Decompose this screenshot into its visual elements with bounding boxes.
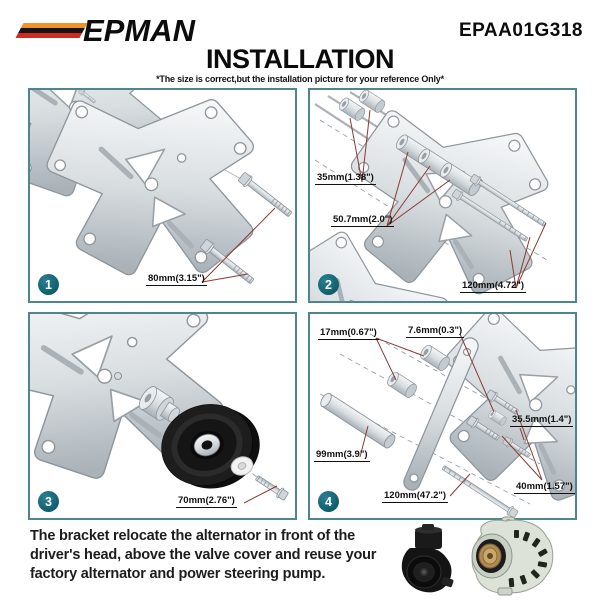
page-subtitle: *The size is correct,but the installatio…	[156, 74, 444, 84]
bolt-70mm	[253, 472, 290, 502]
step-badge-4: 4	[318, 491, 339, 512]
dimension-label: 120mm(4.72")	[460, 280, 527, 293]
hardware-illustration-step-4	[318, 314, 575, 518]
panel-step-4: 17mm(0.67") 7.6mm(0.3") 35.5mm(1.4") 99m…	[308, 312, 577, 520]
brand-logo: EPMAN	[15, 15, 195, 46]
dimension-label: 7.6mm(0.3")	[406, 325, 465, 338]
dimension-label: 120mm(47.2")	[382, 490, 449, 503]
step-badge-1: 1	[38, 274, 59, 295]
description-line: The bracket relocate the alternator in f…	[30, 528, 355, 544]
bracket-spacers-illustration-step-2	[310, 90, 575, 301]
step-number: 3	[45, 494, 52, 509]
panel-step-2: 35mm(1.38") 50.7mm(2.0") 120mm(4.72") 2	[308, 88, 577, 303]
dimension-label: 17mm(0.67")	[318, 327, 379, 340]
step-number: 2	[325, 277, 332, 292]
step-badge-3: 3	[38, 491, 59, 512]
leader-lines	[349, 109, 547, 289]
spacer-99mm	[318, 391, 398, 451]
bolt-80mm-upper	[236, 170, 295, 221]
pulley-illustration-step-3	[30, 314, 290, 504]
dimension-label: 35mm(1.38")	[315, 172, 376, 185]
washer	[230, 456, 254, 476]
bracket-front	[48, 96, 253, 275]
idler-pulley	[161, 404, 260, 489]
spacer-17mm-b	[384, 369, 420, 400]
dimension-label: 35.5mm(1.4")	[510, 414, 574, 427]
page-title: INSTALLATION	[206, 44, 394, 74]
nut	[114, 372, 122, 380]
description-text: The bracket relocate the alternator in f…	[30, 527, 376, 584]
brand-name: EPMAN	[83, 13, 195, 48]
description-line: factory alternator and power steering pu…	[30, 565, 326, 582]
leader-line	[243, 485, 278, 504]
step-number: 1	[45, 277, 52, 292]
dimension-label: 70mm(2.76")	[176, 495, 237, 508]
dimension-label: 50.7mm(2.0")	[331, 214, 395, 227]
leader-lines	[359, 333, 543, 497]
step-number: 4	[325, 494, 332, 509]
bracket-bolts-illustration-step-1	[30, 90, 295, 288]
panel-step-3: 70mm(2.76") 3	[28, 312, 297, 520]
leader-lines	[201, 207, 276, 283]
part-number: EPAA01G318	[459, 20, 583, 41]
dimension-label: 80mm(3.15")	[146, 273, 207, 286]
vent-slots	[508, 530, 548, 588]
dimension-label: 99mm(3.9")	[314, 449, 370, 462]
alternator-image	[471, 516, 554, 596]
dimension-label: 40mm(1.57")	[514, 481, 575, 494]
step-badge-2: 2	[318, 274, 339, 295]
hub-spacer	[138, 386, 180, 423]
spacer-17mm-a	[417, 342, 453, 373]
panel-step-1: 80mm(3.15") 1	[28, 88, 297, 303]
description-line: driver's head, above the valve cover and…	[30, 546, 377, 563]
support-arm	[403, 337, 479, 491]
logo-stripes-icon	[15, 22, 88, 39]
power-steering-pump-image	[401, 524, 454, 593]
